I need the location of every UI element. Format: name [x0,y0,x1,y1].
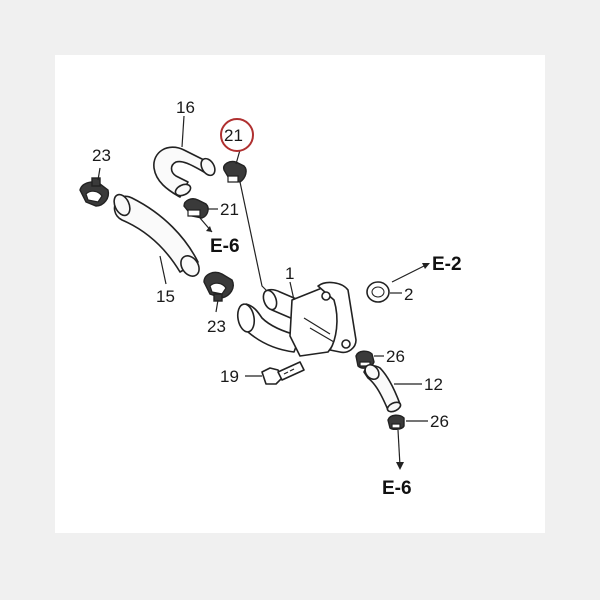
callout-19: 19 [220,367,239,386]
callout-26-bottom: 26 [430,412,449,431]
part-21-clamp-top[interactable] [223,160,247,183]
arrow-e6-bottom [397,429,401,467]
callout-15: 15 [156,287,175,306]
part-21-clamp-mid[interactable] [183,198,209,219]
part-15-hose[interactable] [111,192,203,280]
arrow-e2 [391,263,429,283]
arrowhead-e6-bottom [396,462,404,470]
part-16-hose[interactable] [153,146,218,198]
callout-12: 12 [424,375,443,394]
arrowhead-e6-left [206,226,212,232]
callout-23-top: 23 [92,146,111,165]
callout-2: 2 [404,285,413,304]
callout-23-bottom: 23 [207,317,226,336]
leader-1 [289,281,295,301]
callout-16: 16 [176,98,195,117]
callout-26-top: 26 [386,347,405,366]
callout-21-top: 21 [224,126,243,145]
leader-21-to-1 [239,181,271,295]
leader-16 [181,115,185,148]
ref-e2[interactable]: E-2 [432,254,462,275]
part-26-clamp-bottom[interactable] [387,414,405,431]
part-12-hose[interactable] [362,362,402,414]
callout-21-mid: 21 [220,200,239,219]
ref-e6-left[interactable]: E-6 [210,236,240,257]
highlight-circle [220,118,254,152]
part-1-housing[interactable] [236,281,357,357]
leader-23-top [97,167,101,181]
leader-15 [159,255,167,285]
part-23-clamp-top[interactable] [79,177,110,207]
diagram-sheet [55,55,545,533]
callout-1: 1 [285,264,294,283]
part-2-o-ring[interactable] [366,281,390,303]
arrowhead-e2 [422,263,430,269]
part-19-bolt[interactable] [261,361,305,385]
leader-23-bottom [215,299,219,313]
leader-21-top [235,149,241,165]
ref-e6-bottom[interactable]: E-6 [382,478,412,499]
part-23-clamp-bottom[interactable] [203,271,234,302]
